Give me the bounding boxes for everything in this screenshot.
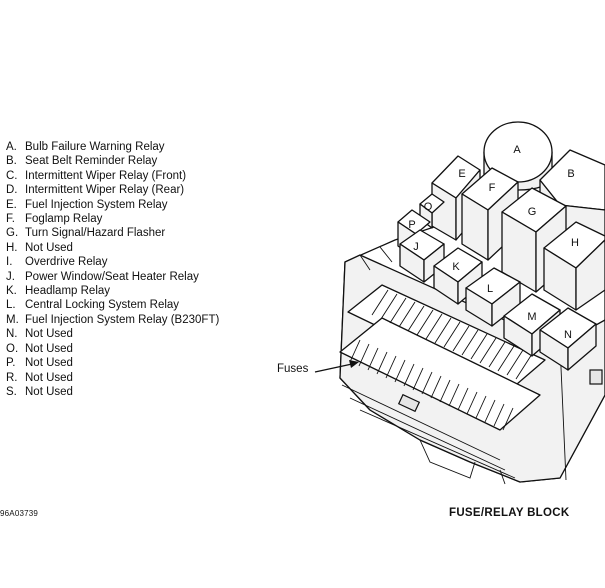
- block-connectors: [397, 369, 603, 485]
- legend-item: S.Not Used: [6, 385, 73, 398]
- figure-reference-code: 96A03739: [0, 509, 39, 518]
- fuses-label: Fuses: [277, 363, 309, 375]
- relay-label-f: F: [489, 182, 496, 194]
- legend-item: L.Central Locking System Relay: [6, 299, 180, 312]
- relay-label-p: P: [408, 219, 415, 231]
- relay-label-m: M: [527, 311, 536, 323]
- relay-label-j: J: [413, 241, 419, 253]
- legend-item: K.Headlamp Relay: [6, 285, 111, 298]
- relay-l: L: [465, 267, 521, 327]
- relay-h: H: [543, 221, 605, 311]
- relay-label-g: G: [528, 206, 537, 218]
- relay-label-e: E: [458, 168, 465, 180]
- legend-item: M.Fuel Injection System Relay (B230FT): [6, 313, 220, 326]
- relay-label-k: K: [452, 261, 460, 273]
- relay-label-a: A: [513, 144, 521, 156]
- relay-label-o: O: [424, 201, 433, 213]
- legend-item: A.Bulb Failure Warning Relay: [6, 141, 165, 153]
- legend-item: P.Not Used: [6, 357, 73, 370]
- relay-k: K: [433, 247, 483, 305]
- legend-item: N.Not Used: [6, 328, 73, 341]
- figure-caption: FUSE/RELAY BLOCK: [449, 507, 570, 519]
- relay-j: J: [399, 229, 445, 283]
- legend-item: J.Power Window/Seat Heater Relay: [6, 270, 199, 283]
- relay-n: N: [539, 307, 597, 371]
- relay-label-n: N: [564, 329, 572, 341]
- legend-item: H.Not Used: [6, 241, 73, 254]
- legend-item: C.Intermittent Wiper Relay (Front): [6, 169, 187, 182]
- legend-item: R.Not Used: [6, 371, 73, 384]
- legend-item: E.Fuel Injection System Relay: [6, 198, 168, 211]
- relay-o: O: [419, 193, 445, 229]
- fuse-panel: [339, 284, 546, 479]
- legend-item: G.Turn Signal/Hazard Flasher: [6, 227, 166, 240]
- legend-item: O.Not Used: [6, 342, 73, 355]
- relay-label-h: H: [571, 237, 579, 249]
- legend-item: B.Seat Belt Reminder Relay: [6, 155, 158, 168]
- legend-item: I.Overdrive Relay: [6, 256, 108, 269]
- legend-item: F.Foglamp Relay: [6, 213, 103, 226]
- relay-legend: A.Bulb Failure Warning Relay B.Seat Belt…: [6, 140, 219, 399]
- legend-item: D.Intermittent Wiper Relay (Rear): [6, 184, 185, 197]
- fuses-arrow: [314, 360, 359, 373]
- relay-label-b: B: [567, 168, 574, 180]
- relay-label-l: L: [487, 283, 493, 295]
